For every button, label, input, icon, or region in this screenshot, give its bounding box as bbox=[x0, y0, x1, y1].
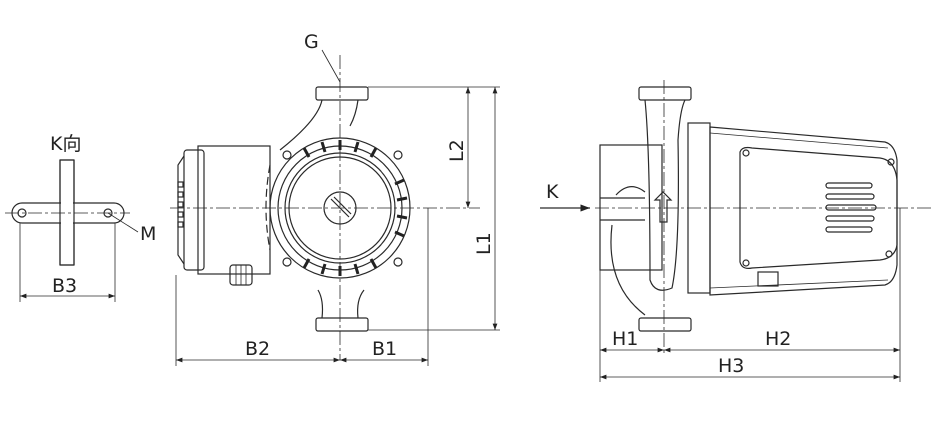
label-h3: H3 bbox=[718, 355, 744, 377]
label-m: M bbox=[140, 223, 156, 245]
label-h2: H2 bbox=[765, 328, 791, 350]
label-h1: H1 bbox=[612, 328, 638, 350]
label-l1: L1 bbox=[473, 232, 495, 255]
label-b1: B1 bbox=[372, 338, 397, 360]
label-b2: B2 bbox=[245, 338, 270, 360]
label-g: G bbox=[304, 31, 319, 53]
pump-front-view: G L2 L1 B2 B1 bbox=[170, 31, 500, 366]
label-k: K bbox=[546, 181, 559, 203]
flange-k-view: K向 M B3 bbox=[5, 133, 156, 302]
label-l2: L2 bbox=[446, 139, 468, 162]
pump-side-view: K H1 H2 H3 bbox=[540, 80, 932, 382]
label-b3: B3 bbox=[52, 275, 77, 297]
label-k-view: K向 bbox=[50, 133, 81, 155]
